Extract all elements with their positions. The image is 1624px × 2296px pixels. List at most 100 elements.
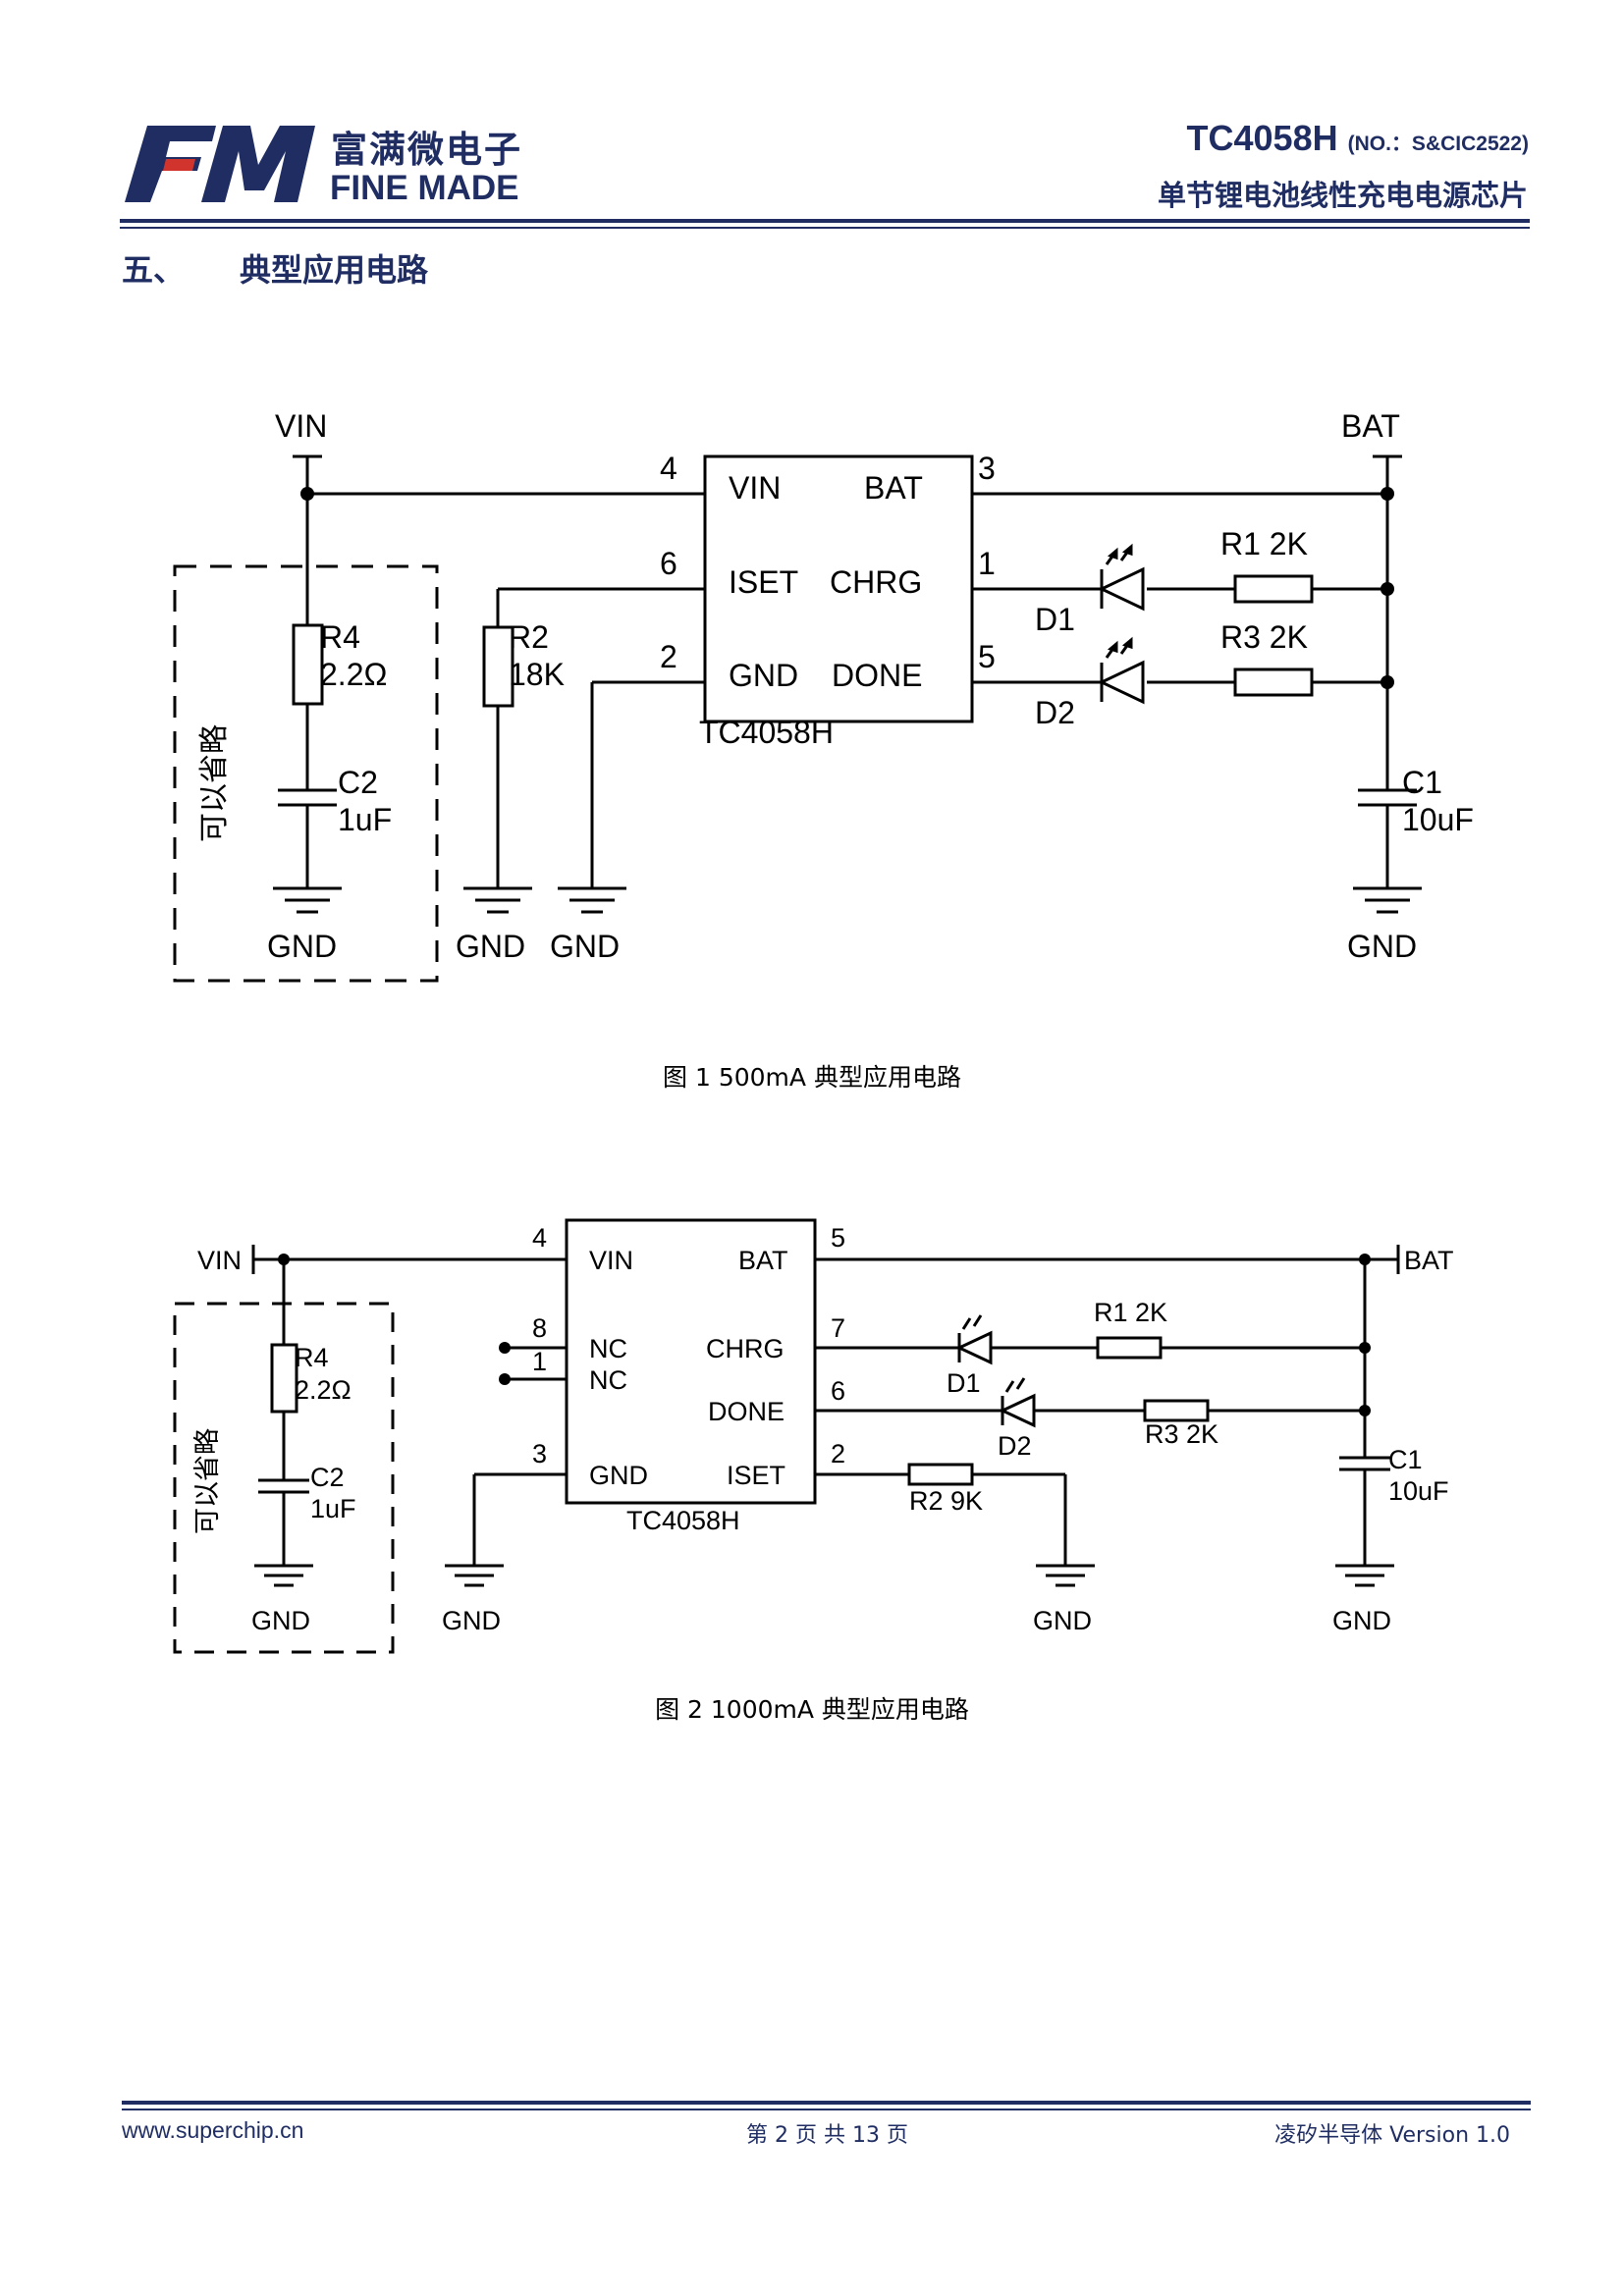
fig1-r1-label: R1 2K [1220,526,1308,561]
fig1-optional-box [173,564,439,983]
fig2-gnd-label-4: GND [1332,1606,1391,1635]
page-header: FM 富满微电子 FINE MADE TC4058H (NO.：S&CIC252… [0,0,1624,236]
fig2-d2-label: D2 [998,1431,1032,1461]
fig1-junctions [300,487,1394,689]
fig2-junctions [278,1254,1371,1416]
fig2-pin-nc1: NC [589,1334,627,1363]
fig2-c1-ref: C1 [1388,1445,1423,1474]
fig1-pinnum-chrg: 1 [978,546,996,581]
fig2-c2-value: 1uF [310,1494,356,1523]
fig2-r4-ref: R4 [295,1343,329,1372]
figure1-caption: 图 1 500mA 典型应用电路 [663,1063,961,1092]
fig2-pin-gnd: GND [589,1461,648,1490]
fig1-r2-ref: R2 [509,619,549,655]
fig1-net-vin: VIN [275,408,327,444]
fig2-gnd-label-2: GND [442,1606,501,1635]
header-rule-thin [120,227,1530,229]
fig2-r1-body [1096,1336,1163,1360]
fig1-r3-label: R3 2K [1220,619,1308,655]
fig1-pin-gnd: GND [729,658,798,693]
fig1-r4-ref: R4 [320,619,360,655]
fig2-pinnum-iset: 2 [831,1439,845,1468]
footer-page-info: 第 2 页 共 13 页 [746,2123,908,2148]
fig2-pin-bat: BAT [738,1246,788,1275]
fig2-net-bat: BAT [1404,1246,1454,1275]
fig1-optional-label: 可以省略 [198,724,231,842]
fig1-pin-vin: VIN [729,470,781,506]
fig2-chip-body [565,1218,817,1505]
fig1-d1-label: D1 [1035,602,1075,637]
fig1-c2-ref: C2 [338,765,378,800]
product-subtitle: 单节锂电池线性充电电源芯片 [1157,179,1528,212]
fig2-gnd-label-3: GND [1033,1606,1092,1635]
fig1-led-d1 [1098,543,1145,612]
fig1-pin-bat: BAT [864,470,923,506]
brand-name-cn: 富满微电子 [331,129,522,171]
fig1-c1-ref: C1 [1402,765,1442,800]
fig1-gnd-label-2: GND [456,929,525,964]
brand-name-en: FINE MADE [330,169,519,207]
fig1-c1-value: 10uF [1402,802,1474,837]
figure2-schematic: VIN BAT VIN BAT NC NC CHRG DONE GND ISET… [173,1218,1454,1654]
footer-rule-thick [122,2101,1531,2105]
fig2-optional-label: 可以省略 [192,1428,222,1534]
section-number: 五、 [122,251,186,289]
fig2-pin-vin: VIN [589,1246,633,1275]
doc-number: (NO.：S&CIC2522) [1347,133,1529,155]
fig1-pin-done: DONE [832,658,922,693]
fig2-led-d2 [999,1377,1036,1428]
fig2-chip-name: TC4058H [626,1506,740,1535]
fig2-r3-body [1143,1399,1210,1422]
footer-website[interactable]: www.superchip.cn [122,2117,304,2143]
fig2-c2-ref: C2 [310,1463,345,1492]
fig1-r2-value: 18K [509,657,565,692]
fig2-ground-symbols [254,1564,1394,1587]
header-rule-thick [120,219,1530,223]
figure2-caption: 图 2 1000mA 典型应用电路 [655,1695,969,1724]
fig2-r2-label: R2 9K [909,1486,983,1516]
fig1-r4-value: 2.2Ω [320,657,387,692]
fig1-gnd-label-4: GND [1347,929,1417,964]
fig1-pin-iset: ISET [729,564,798,600]
section-title: 典型应用电路 [240,251,429,289]
fig1-pinnum-vin: 4 [660,451,677,486]
fig2-pinnum-chrg: 7 [831,1313,845,1343]
fig2-gnd-label-1: GND [251,1606,310,1635]
part-number: TC4058H [1186,118,1338,158]
fig1-pinnum-iset: 6 [660,546,677,581]
fig2-pinnum-gnd: 3 [532,1439,547,1468]
logo-letters: FM [123,118,125,119]
fig1-pinnum-bat: 3 [978,451,996,486]
fig2-pin-done: DONE [708,1397,785,1426]
fig2-r3-label: R3 2K [1145,1419,1218,1449]
fm-logo: FM [123,118,315,202]
fig1-net-bat: BAT [1341,408,1400,444]
fig1-pinnum-done: 5 [978,639,996,674]
fig1-pinnum-gnd: 2 [660,639,677,674]
fig2-c1-value: 10uF [1388,1476,1449,1506]
fig2-pin-chrg: CHRG [706,1334,785,1363]
fig2-pinnum-bat: 5 [831,1223,845,1253]
fig2-pinnum-done: 6 [831,1376,845,1406]
fig1-gnd-label-1: GND [267,929,337,964]
fig1-d2-label: D2 [1035,695,1075,730]
fig1-r4-body [292,623,324,706]
part-number-line: TC4058H (NO.：S&CIC2522) [1187,118,1529,159]
fig1-r3-body [1233,667,1314,697]
fig2-optional-box [173,1302,395,1654]
fig1-ground-symbols [273,886,1422,914]
fig2-pinnum-nc-a: 8 [532,1313,547,1343]
fig2-r2-body [907,1463,974,1486]
figure1-schematic: VIN BAT VIN BAT ISET CHRG GND DONE TC405… [173,408,1474,983]
fig2-r4-body [270,1343,298,1414]
fig2-pinnum-nc-b: 1 [532,1347,547,1376]
fig1-gnd-label-3: GND [550,929,620,964]
fig2-r4-value: 2.2Ω [295,1375,352,1405]
footer-rule-thin [122,2109,1531,2110]
fig1-c2-value: 1uF [338,802,392,837]
fig2-pin-iset: ISET [727,1461,785,1490]
fig2-r1-label: R1 2K [1094,1298,1167,1327]
fig1-pin-chrg: CHRG [830,564,922,600]
fig1-r1-body [1233,574,1314,604]
fig2-pin-nc2: NC [589,1365,627,1395]
